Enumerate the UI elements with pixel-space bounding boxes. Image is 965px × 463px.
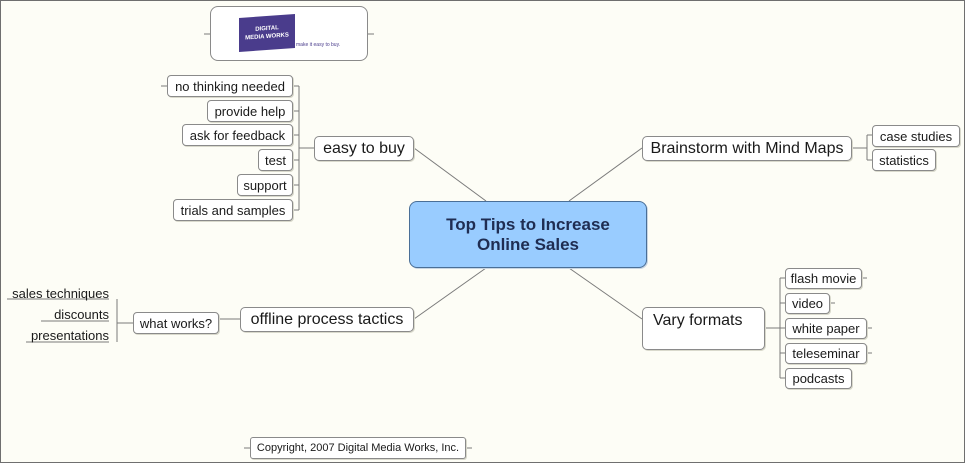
logo-mark: DIGITAL MEDIA WORKS [239,14,295,52]
central-topic-line2: Online Sales [476,234,580,254]
subtopic-support[interactable]: support [237,174,293,196]
central-topic[interactable]: Top Tips to Increase Online Sales [409,201,647,268]
logo-brand-line2: MEDIA WORKS [245,32,289,42]
subtopic-white-paper[interactable]: white paper [785,318,867,339]
topic-easy-to-buy[interactable]: easy to buy [314,136,414,161]
subtopic-what-works[interactable]: what works? [133,312,219,334]
central-topic-line1: Top Tips to Increase [446,214,610,234]
subtopic-test[interactable]: test [258,149,293,171]
subtopic-case-studies[interactable]: case studies [872,125,960,147]
topic-vary-formats[interactable]: Vary formats [642,307,765,350]
subtopic-podcasts[interactable]: podcasts [785,368,852,389]
subtopic-teleseminar[interactable]: teleseminar [785,343,867,364]
leaf-sales-techniques[interactable]: sales techniques [12,286,109,301]
leaf-presentations[interactable]: presentations [30,328,109,343]
topic-brainstorm-mind-maps[interactable]: Brainstorm with Mind Maps [642,136,852,161]
subtopic-ask-for-feedback[interactable]: ask for feedback [182,124,293,146]
subtopic-flash-movie[interactable]: flash movie [785,268,862,289]
subtopic-no-thinking-needed[interactable]: no thinking needed [167,75,293,97]
subtopic-provide-help[interactable]: provide help [207,100,293,122]
topic-offline-process-tactics[interactable]: offline process tactics [240,307,414,332]
company-logo: DIGITAL MEDIA WORKS make it easy to buy. [210,6,368,61]
subtopic-trials-and-samples[interactable]: trials and samples [173,199,293,221]
logo-tagline: make it easy to buy. [296,42,341,48]
leaf-discounts[interactable]: discounts [54,307,109,322]
subtopic-statistics[interactable]: statistics [872,149,936,171]
copyright-notice: Copyright, 2007 Digital Media Works, Inc… [250,437,466,459]
subtopic-video[interactable]: video [785,293,830,314]
